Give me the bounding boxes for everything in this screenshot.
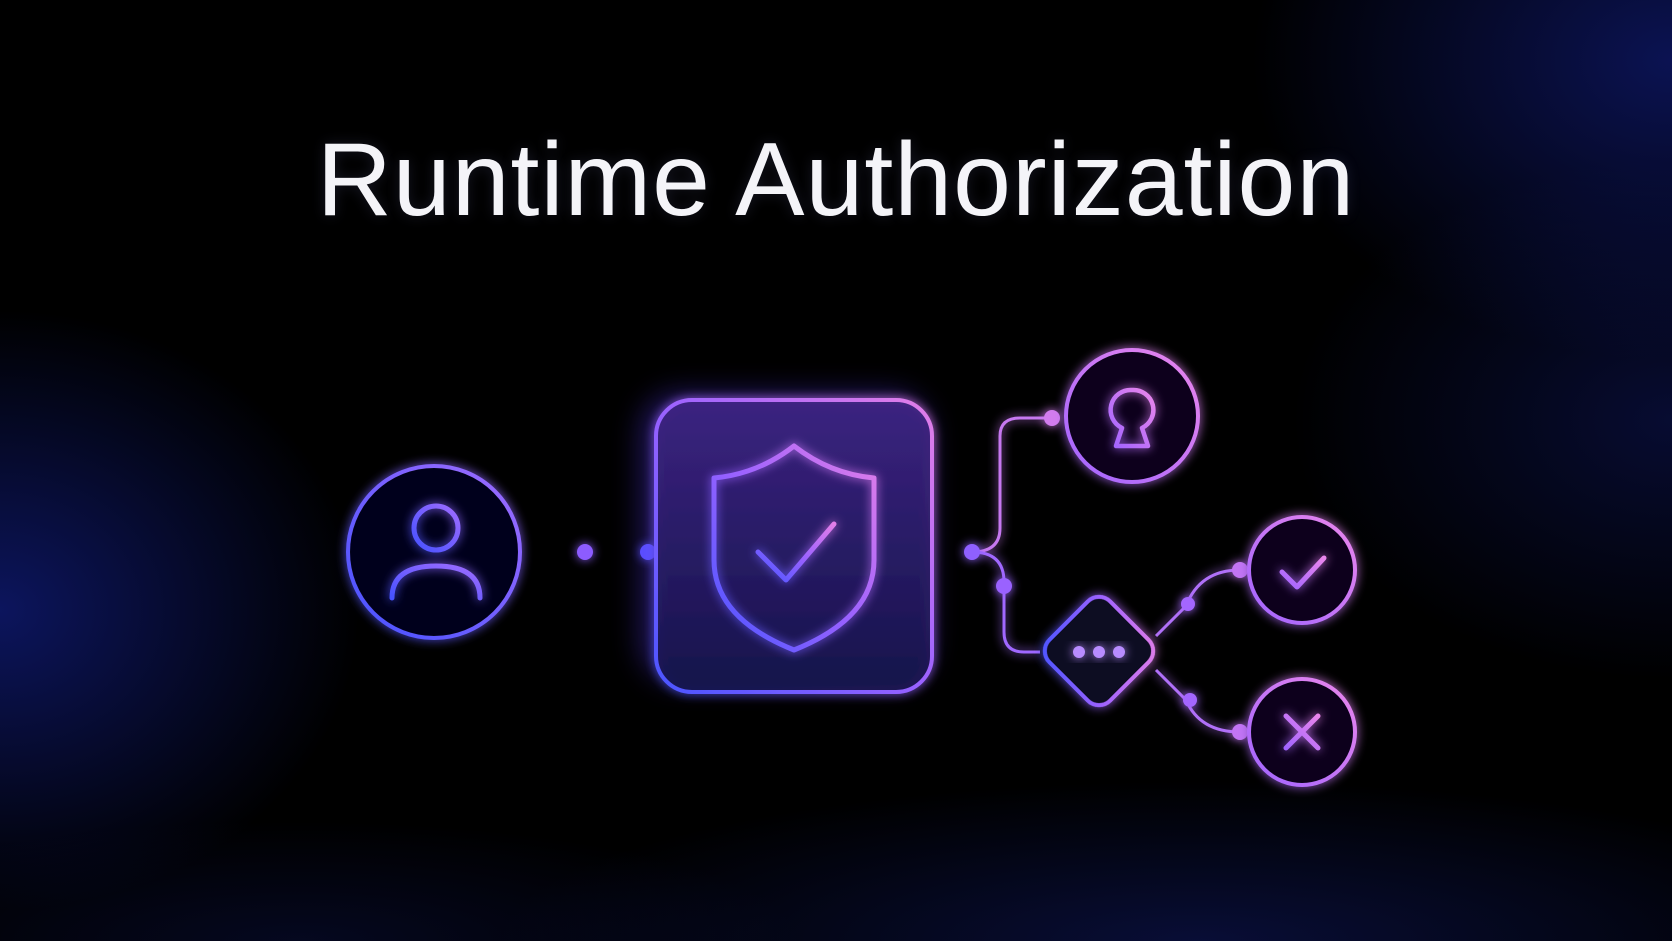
connector-dot — [640, 544, 656, 560]
policy-engine-node — [654, 398, 934, 694]
denied-node — [1247, 677, 1357, 787]
page-title: Runtime Authorization — [316, 122, 1356, 238]
policy-engine-box — [654, 398, 934, 694]
x-icon — [1283, 713, 1321, 751]
allowed-node — [1247, 515, 1357, 625]
connector-dot — [1181, 597, 1195, 611]
user-node — [346, 464, 522, 640]
connector-dot — [996, 578, 1012, 594]
edge-policy-to-lock — [971, 416, 1052, 554]
connector-dot — [1232, 562, 1248, 578]
locked-resource-node — [1064, 348, 1200, 484]
shield-check-icon — [711, 443, 877, 653]
check-icon — [1279, 555, 1327, 590]
connector-dot — [1044, 410, 1060, 426]
connector-dots — [577, 410, 1248, 740]
connector-dot — [577, 544, 593, 560]
connector-dot — [1183, 693, 1197, 707]
edge-decision-to-allow — [1154, 568, 1241, 638]
edge-policy-to-decision — [971, 550, 1040, 654]
keyhole-icon — [1108, 387, 1156, 449]
connector-dot — [1232, 724, 1248, 740]
connector-dot — [964, 544, 980, 560]
user-icon — [389, 503, 483, 601]
allowed-ring — [1247, 515, 1357, 625]
locked-resource-ring — [1064, 348, 1200, 484]
edge-decision-to-deny — [1154, 668, 1241, 734]
ellipsis-icon — [1073, 646, 1125, 658]
pending-decision-node — [1042, 594, 1156, 708]
